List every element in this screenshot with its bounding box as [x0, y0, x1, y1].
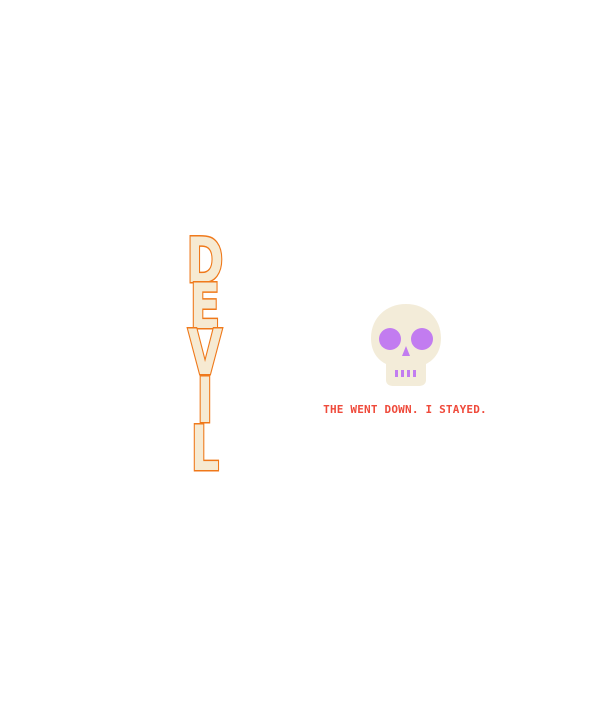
devil-letter-l: L — [190, 412, 221, 485]
skull-right-eye — [411, 328, 433, 350]
skull-tooth-2 — [401, 370, 404, 377]
devil-letter-d: D — [185, 224, 224, 297]
devil-letter-v: V — [187, 316, 224, 389]
devil-letter-i: I — [196, 364, 215, 437]
skull-tooth-1 — [395, 370, 398, 377]
devil-letter-e: E — [189, 270, 222, 343]
skull-tooth-4 — [413, 370, 416, 377]
skull-nose — [402, 346, 410, 356]
skull-cranium — [371, 304, 441, 386]
skull-left-eye — [379, 328, 401, 350]
tagline-text: THE WENT DOWN. I STAYED. — [323, 403, 487, 416]
skull-icon — [371, 304, 441, 386]
devil-vertical-word: D E V I L — [170, 224, 240, 486]
skull-tooth-3 — [407, 370, 410, 377]
